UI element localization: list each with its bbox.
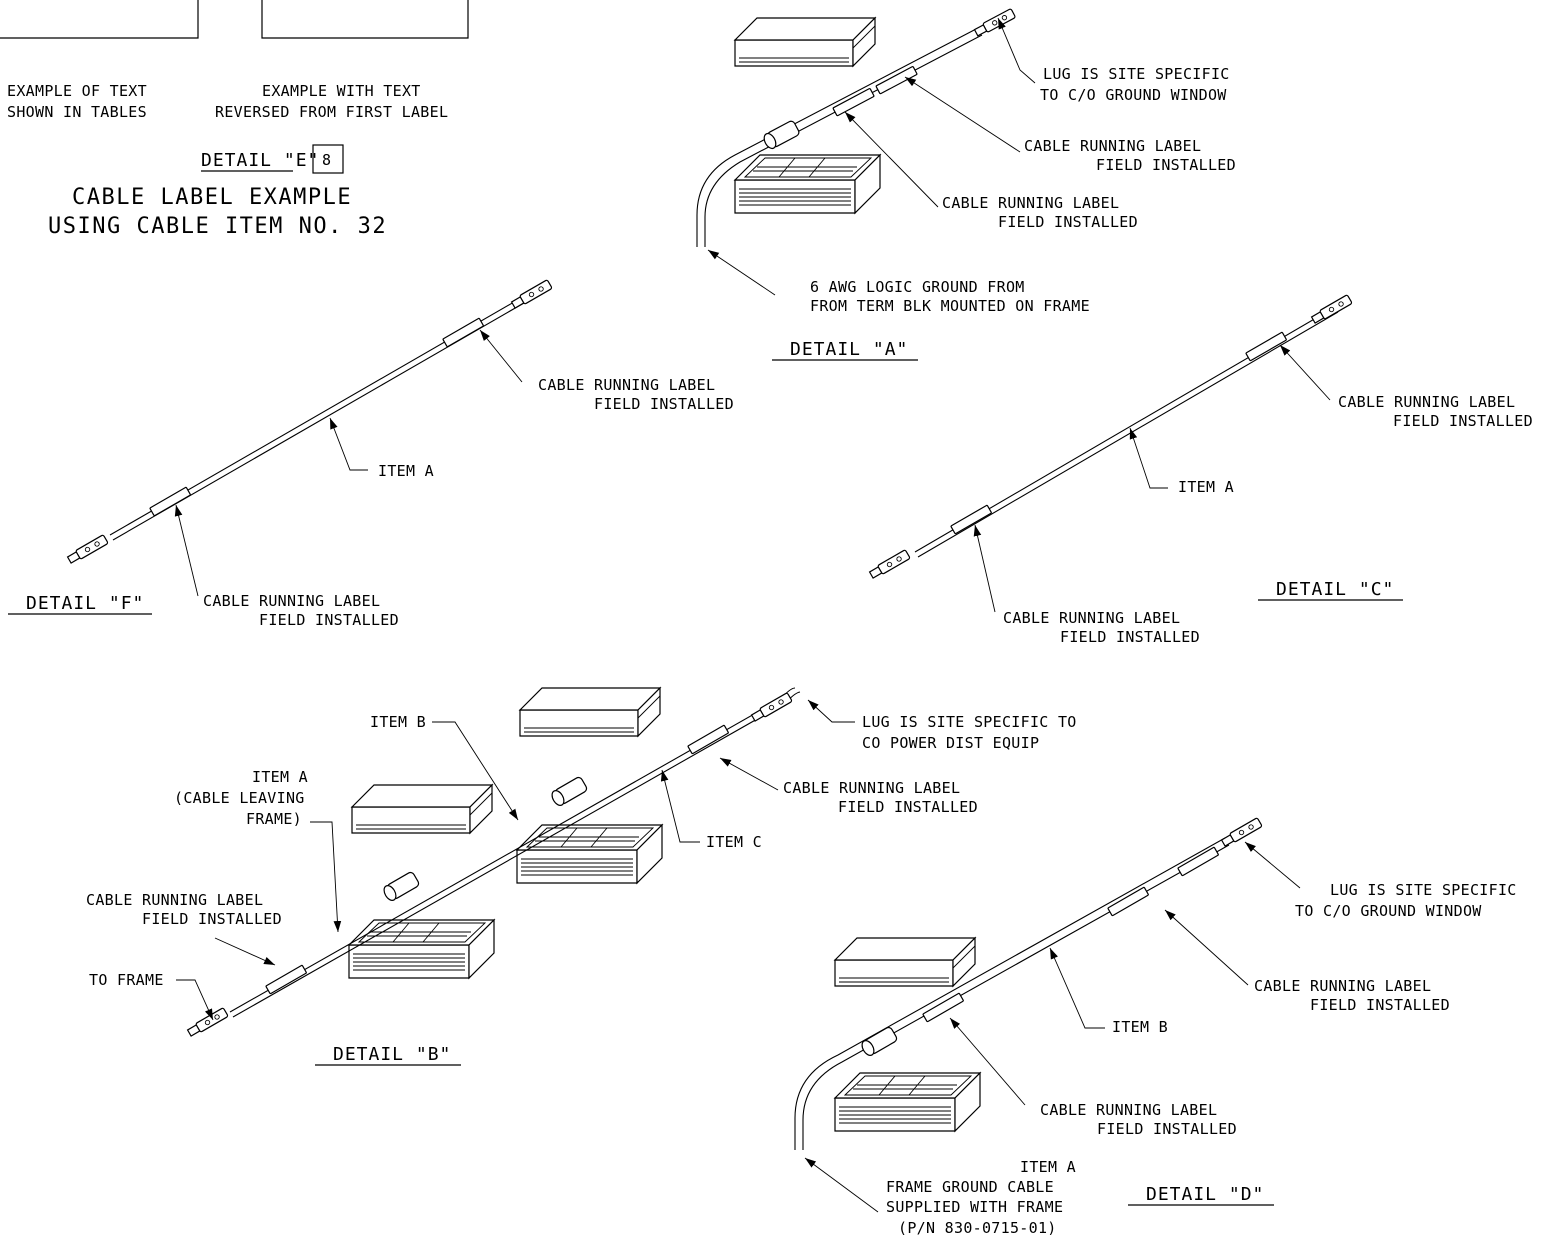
cable-cover-left xyxy=(351,784,493,834)
label-box-right xyxy=(261,0,469,39)
detail-e-title: DETAIL "E" xyxy=(201,150,319,171)
label-sleeve-bottom xyxy=(149,486,192,517)
item-a-line-1: ITEM A xyxy=(1020,1158,1076,1176)
label-note-bottom-1: CABLE RUNNING LABEL xyxy=(1003,609,1180,627)
cable-clamp-left xyxy=(381,870,421,904)
lug-note-1: LUG IS SITE SPECIFIC xyxy=(1330,881,1517,899)
label-note-1b: FIELD INSTALLED xyxy=(1096,156,1236,174)
detail-c-title: DETAIL "C" xyxy=(1276,579,1394,600)
label-sleeve-left xyxy=(265,964,308,995)
cable-tray-right xyxy=(516,824,663,884)
label-note-bottom-1: CABLE RUNNING LABEL xyxy=(203,592,380,610)
label-note-bottom-2: FIELD INSTALLED xyxy=(1097,1120,1237,1138)
label-note-bottom-2: FIELD INSTALLED xyxy=(1060,628,1200,646)
label-sleeve-middle xyxy=(1107,886,1150,917)
detail-b-title: DETAIL "B" xyxy=(333,1044,451,1065)
ground-note-2: FROM TERM BLK MOUNTED ON FRAME xyxy=(810,297,1090,315)
lug-terminal xyxy=(1220,817,1263,848)
item-b-label: ITEM B xyxy=(370,713,426,731)
cable-clamp-right xyxy=(549,775,589,809)
lug-note-2: CO POWER DIST EQUIP xyxy=(862,734,1039,752)
label-note-right-1: CABLE RUNNING LABEL xyxy=(1254,977,1431,995)
to-frame-label: TO FRAME xyxy=(89,971,164,989)
label-note-2b: FIELD INSTALLED xyxy=(998,213,1138,231)
caption-left-1: EXAMPLE OF TEXT xyxy=(7,82,147,100)
detail-d-title: DETAIL "D" xyxy=(1146,1184,1264,1205)
detail-e: EXAMPLE OF TEXT SHOWN IN TABLES EXAMPLE … xyxy=(0,0,469,239)
caption-left-2: SHOWN IN TABLES xyxy=(7,103,147,121)
lug-left xyxy=(186,1007,229,1038)
cable-cover-right xyxy=(519,687,661,737)
detail-f-title: DETAIL "F" xyxy=(26,593,144,614)
lug-top xyxy=(510,279,553,310)
lug-note-2: TO C/O GROUND WINDOW xyxy=(1040,86,1227,104)
lug-bottom xyxy=(66,534,109,565)
cable-clamp xyxy=(859,1025,899,1059)
caption-right-1: EXAMPLE WITH TEXT xyxy=(262,82,421,100)
ground-cable xyxy=(794,837,1226,1150)
label-note-1a: CABLE RUNNING LABEL xyxy=(1024,137,1201,155)
item-b-label: ITEM B xyxy=(1112,1018,1168,1036)
cable-cover xyxy=(834,937,976,987)
label-note-bottom-2: FIELD INSTALLED xyxy=(259,611,399,629)
lug-note-1: LUG IS SITE SPECIFIC TO xyxy=(862,713,1077,731)
detail-b: ITEM B ITEM A (CABLE LEAVING FRAME) CABL… xyxy=(86,687,1077,1066)
item-a-line-4: (P/N 830-0715-01) xyxy=(898,1219,1057,1237)
detail-a: LUG IS SITE SPECIFIC TO C/O GROUND WINDO… xyxy=(696,7,1236,361)
cable-run xyxy=(229,704,771,1013)
label-sleeve-right xyxy=(687,724,730,755)
lug-right xyxy=(750,692,793,723)
label-sleeve-bottom xyxy=(922,992,965,1023)
cable-cover xyxy=(734,17,876,67)
detail-e-subtitle-2: USING CABLE ITEM NO. 32 xyxy=(48,214,387,239)
item-a-line-2: (CABLE LEAVING xyxy=(174,789,305,807)
lug-terminal xyxy=(973,7,1017,38)
label-note-top-2: FIELD INSTALLED xyxy=(1393,412,1533,430)
cable-clamp xyxy=(761,119,801,152)
lug-note-1: LUG IS SITE SPECIFIC xyxy=(1043,65,1230,83)
item-a-line-3: SUPPLIED WITH FRAME xyxy=(886,1198,1063,1216)
label-note-bottom-1: CABLE RUNNING LABEL xyxy=(1040,1101,1217,1119)
label-note-right-2: FIELD INSTALLED xyxy=(838,798,978,816)
label-note-top-1: CABLE RUNNING LABEL xyxy=(1338,393,1515,411)
item-c-label: ITEM C xyxy=(706,833,762,851)
label-note-top-1: CABLE RUNNING LABEL xyxy=(538,376,715,394)
label-note-left-2: FIELD INSTALLED xyxy=(142,910,282,928)
item-a-label: ITEM A xyxy=(1178,478,1234,496)
note-number-box xyxy=(312,144,344,174)
label-sleeve-bottom xyxy=(950,504,993,535)
label-box-left xyxy=(0,0,199,39)
item-a-line-3: FRAME) xyxy=(246,810,302,828)
label-sleeve-top xyxy=(1245,331,1288,362)
detail-f: CABLE RUNNING LABEL FIELD INSTALLED ITEM… xyxy=(8,279,734,629)
detail-a-title: DETAIL "A" xyxy=(790,339,908,360)
caption-right-2: REVERSED FROM FIRST LABEL xyxy=(215,103,448,121)
item-a-line-1: ITEM A xyxy=(252,768,308,786)
cable-tray xyxy=(734,154,881,214)
label-note-right-1: CABLE RUNNING LABEL xyxy=(783,779,960,797)
label-sleeve-top xyxy=(442,317,485,348)
lug-note-2: TO C/O GROUND WINDOW xyxy=(1295,902,1482,920)
lug-top xyxy=(1310,294,1353,325)
detail-c: CABLE RUNNING LABEL FIELD INSTALLED ITEM… xyxy=(868,294,1533,646)
ground-note-1: 6 AWG LOGIC GROUND FROM xyxy=(810,278,1025,296)
item-a-label: ITEM A xyxy=(378,462,434,480)
label-note-right-2: FIELD INSTALLED xyxy=(1310,996,1450,1014)
label-note-2a: CABLE RUNNING LABEL xyxy=(942,194,1119,212)
lug-bottom xyxy=(868,549,911,580)
item-a-line-2: FRAME GROUND CABLE xyxy=(886,1178,1054,1196)
detail-e-subtitle-1: CABLE LABEL EXAMPLE xyxy=(72,185,352,210)
note-number: 8 xyxy=(322,151,331,169)
label-note-left-1: CABLE RUNNING LABEL xyxy=(86,891,263,909)
detail-d: LUG IS SITE SPECIFIC TO C/O GROUND WINDO… xyxy=(794,817,1517,1237)
ground-cable xyxy=(696,27,979,247)
cable-tray xyxy=(834,1072,981,1132)
cable-tray-left xyxy=(348,919,495,979)
label-note-top-2: FIELD INSTALLED xyxy=(594,395,734,413)
